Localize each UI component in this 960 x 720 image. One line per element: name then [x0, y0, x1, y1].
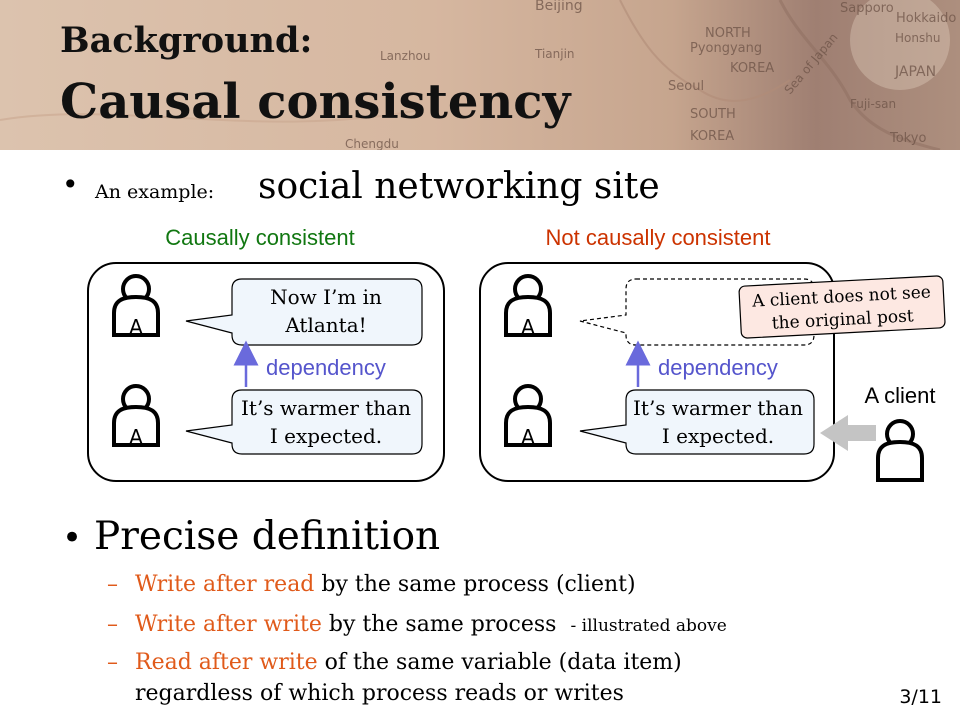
right-panel-heading: Not causally consistent — [546, 225, 771, 250]
header-banner: Beijing NORTH Pyongyang KOREA Seoul SOUT… — [0, 0, 960, 150]
map-label: Tokyo — [889, 131, 926, 146]
map-label: KOREA — [690, 129, 734, 144]
post-text-bottom-line1: It’s warmer than — [633, 396, 803, 420]
post-text-top-line1: Now I’m in — [270, 285, 382, 309]
dash-icon: – — [107, 650, 118, 675]
note-box: A client does not see the original post — [738, 275, 946, 339]
bullet-icon: • — [62, 168, 79, 201]
client-label: A client — [865, 383, 936, 408]
map-label: SOUTH — [690, 107, 736, 122]
definition-note: - illustrated above — [570, 616, 727, 636]
definition-highlight: Write after read — [135, 572, 315, 597]
definition-highlight: Write after write — [135, 612, 322, 637]
map-label: JAPAN — [894, 64, 936, 80]
map-label: Lanzhou — [380, 49, 431, 63]
example-label: An example: — [95, 181, 215, 203]
map-label: NORTH — [705, 26, 751, 41]
dash-icon: – — [107, 572, 118, 597]
definition-item: –Write after write by the same process -… — [107, 612, 727, 637]
post-bubble-bottom — [185, 389, 423, 455]
definition-highlight: Read after write — [135, 650, 318, 675]
definition-title: Precise definition — [94, 514, 441, 559]
map-background: Beijing NORTH Pyongyang KOREA Seoul SOUT… — [0, 0, 960, 150]
definition-item: –Read after write of the same variable (… — [107, 650, 682, 675]
example-title: social networking site — [258, 166, 660, 207]
bullet-icon: • — [62, 518, 83, 558]
post-bubble-bottom — [579, 389, 815, 455]
post-text-bottom-line1: It’s warmer than — [241, 396, 411, 420]
dependency-label: dependency — [658, 355, 778, 380]
user-label: A — [129, 315, 143, 339]
map-label: Honshu — [895, 31, 940, 45]
map-label: Chengdu — [345, 137, 399, 150]
definition-item: –Write after read by the same process (c… — [107, 572, 636, 597]
consistency-diagram: Causally consistent A A Now I’m in Atlan… — [87, 225, 946, 482]
definition-continuation: regardless of which process reads or wri… — [135, 681, 624, 706]
map-label: Pyongyang — [690, 41, 762, 56]
page-number: 3/11 — [899, 686, 942, 708]
client-read-arrow — [820, 415, 876, 451]
dependency-label: dependency — [266, 355, 386, 380]
map-label: Fuji-san — [850, 97, 896, 111]
post-text-bottom-line2: I expected. — [270, 424, 382, 448]
map-label: KOREA — [730, 61, 774, 76]
post-text-bottom-line2: I expected. — [662, 424, 774, 448]
post-text-top-line2: Atlanta! — [284, 313, 366, 337]
map-label: Hokkaido — [896, 11, 956, 26]
user-label: A — [129, 425, 143, 449]
definition-text: by the same process (client) — [314, 572, 636, 597]
user-label: A — [521, 425, 535, 449]
slide-title-line1: Background: — [60, 20, 313, 61]
left-panel-heading: Causally consistent — [165, 225, 355, 250]
map-label: Tianjin — [534, 47, 575, 61]
user-label: A — [521, 315, 535, 339]
dash-icon: – — [107, 612, 118, 637]
definition-text: of the same variable (data item) — [317, 650, 682, 675]
definition-text: by the same process — [321, 612, 557, 637]
map-label: Beijing — [535, 0, 583, 14]
map-label: Sapporo — [840, 1, 894, 16]
client-avatar — [876, 419, 924, 482]
map-label: Seoul — [668, 79, 704, 94]
slide-title-line2: Causal consistency — [60, 74, 571, 130]
